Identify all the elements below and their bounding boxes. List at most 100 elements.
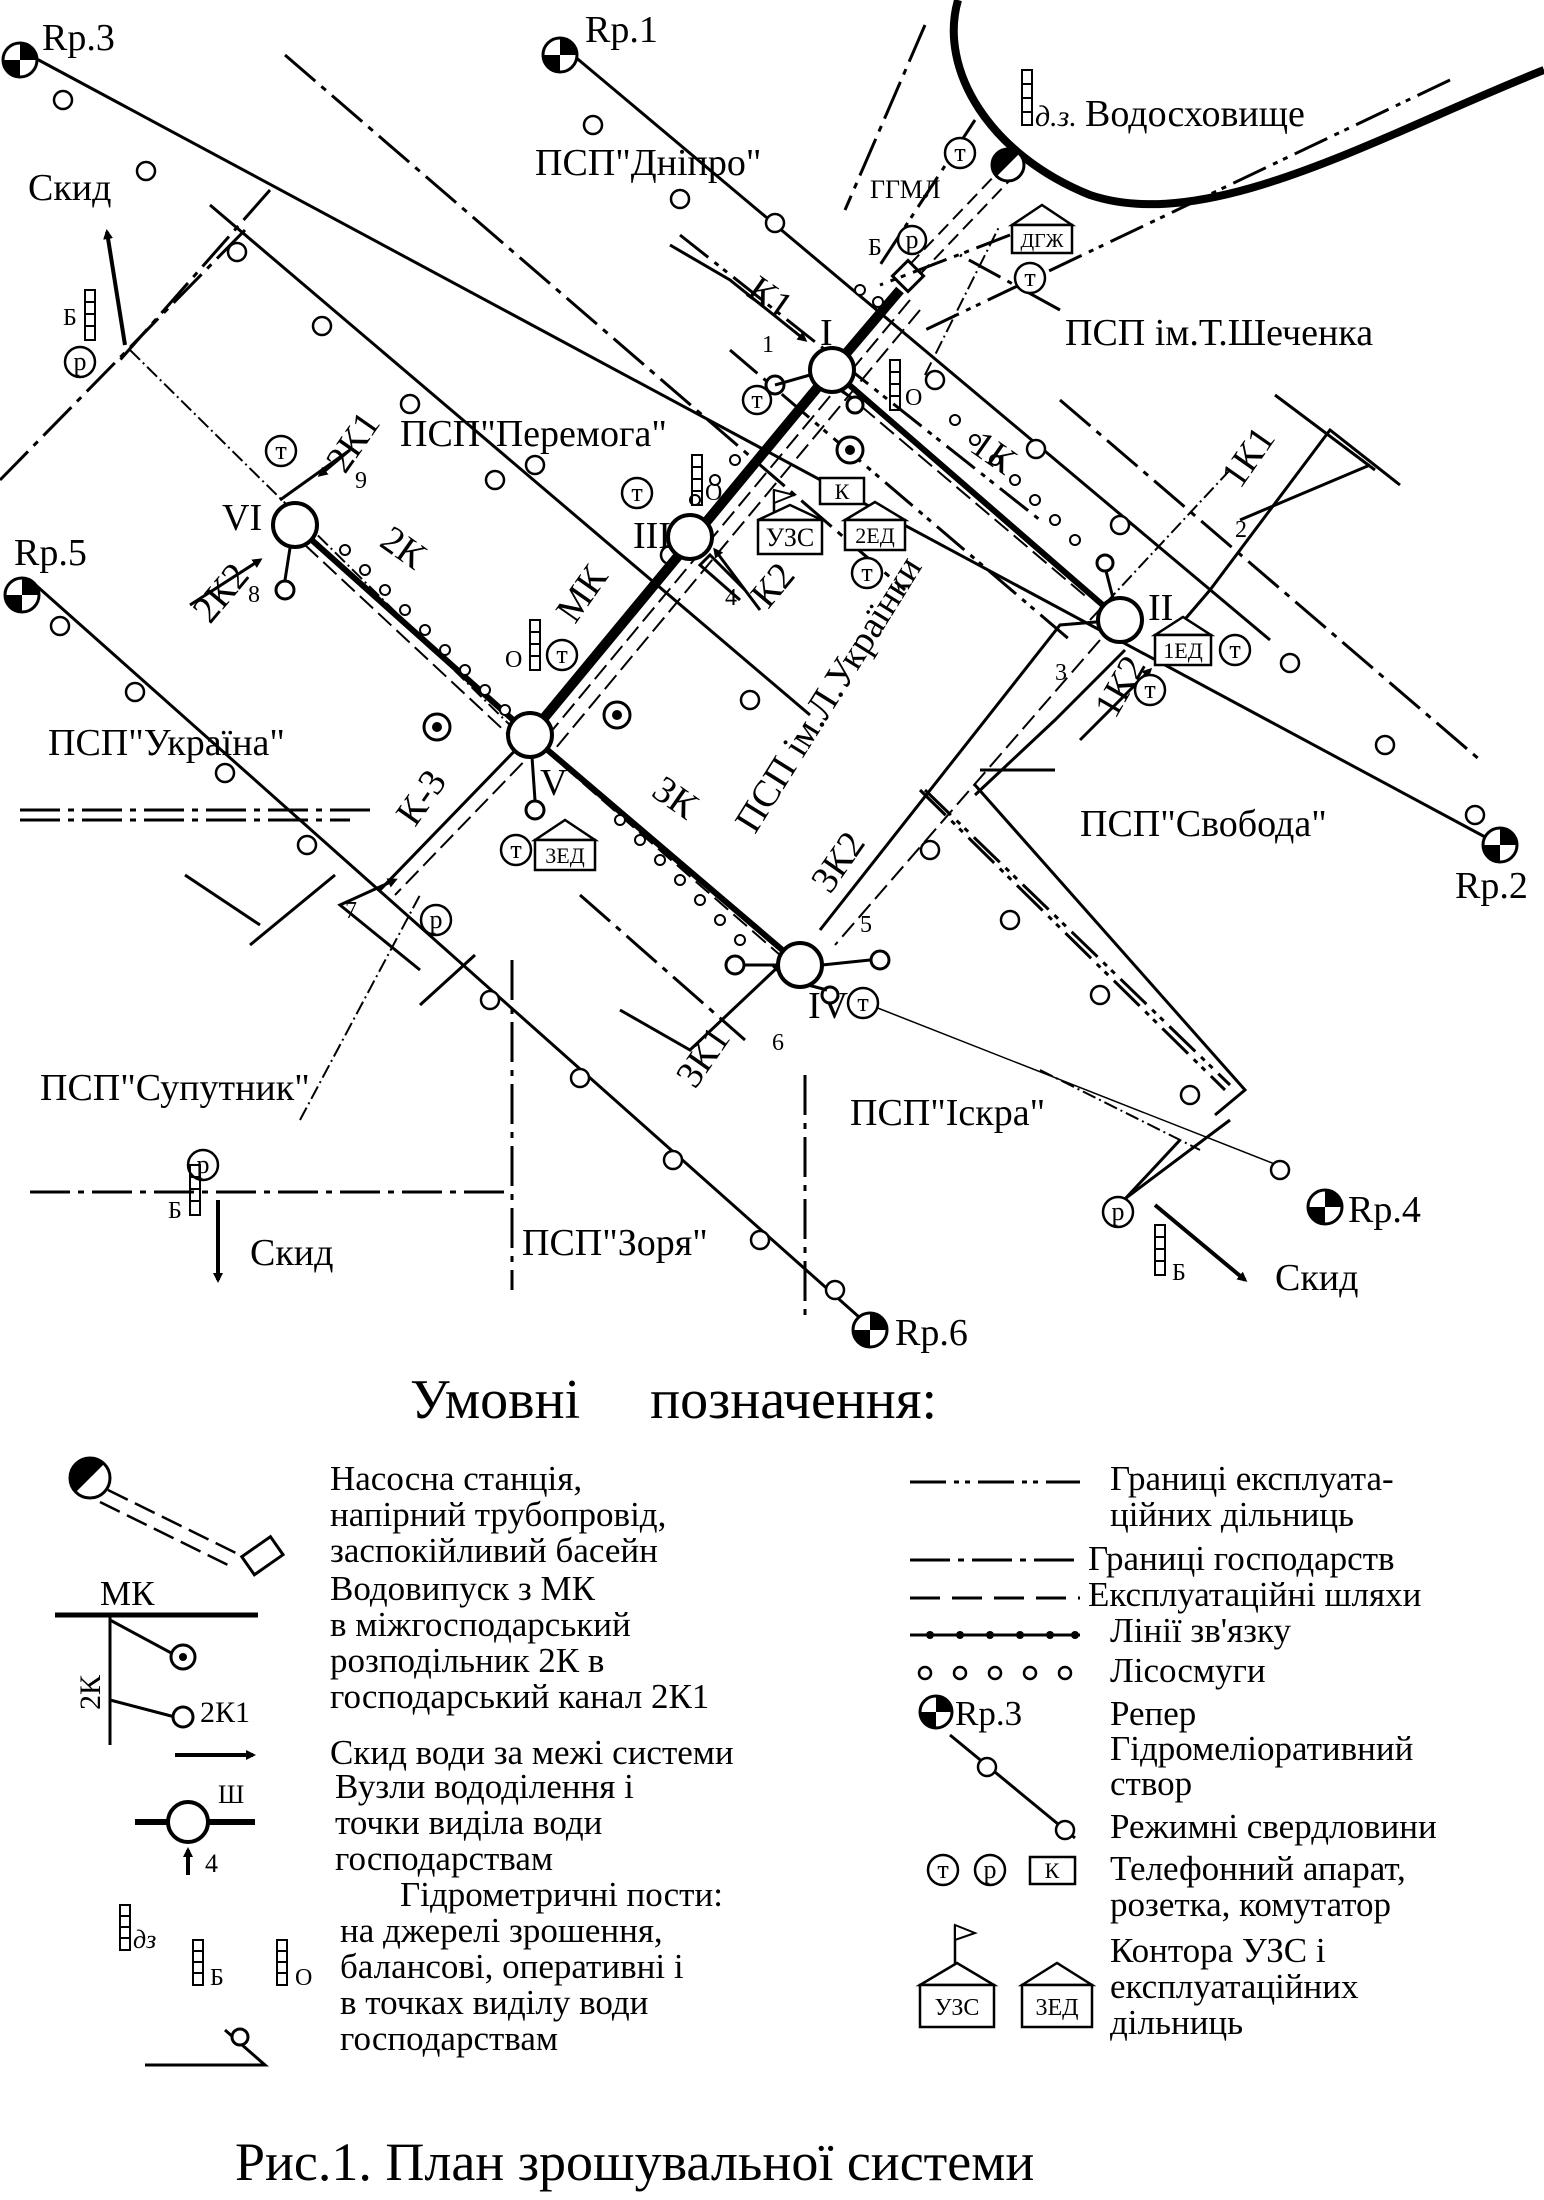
svg-text:II: II [1148,587,1173,629]
svg-text:2: 2 [1235,517,1247,543]
svg-text:3ЕД: 3ЕД [545,843,584,868]
svg-text:р: р [1112,1197,1125,1226]
legend-node-2: точки виділа води [335,1803,602,1842]
canal-mk-label: МК [548,557,617,630]
legend-outlet-point [171,1705,195,1729]
canal-k1-label: К1 [740,268,800,328]
figure-caption: Рис.1. План зрошувальної системи [235,2132,1034,2192]
legend-posts-1: на джерелі зрошення, [340,1911,663,1950]
pump-station [990,147,1026,183]
svg-text:1: 1 [762,332,774,358]
legend-outlet-3: розподільник 2К в [330,1641,604,1680]
legend-pump-2: напірний трубопровід, [330,1495,666,1534]
svg-text:т: т [1144,675,1155,704]
legend-posts-4: господарствам [340,2019,558,2058]
svg-text:р: р [74,347,87,376]
legend-title: Умовні позначення: [410,1369,937,1431]
legend-node-1: Вузли вододілення і [335,1767,634,1806]
benchmark-rp2: Rp.2 [1455,826,1528,907]
node-iii: III [633,513,714,561]
legend-pump-1: Насосна станція, [330,1459,582,1498]
legend-node-roman: Ш [218,1780,244,1809]
legend-phone-icons [926,1853,1077,1887]
legend: Умовні позначення: Насосна станція, напі… [55,1369,1437,2067]
legend-post-o: О [295,1965,312,1991]
svg-text:д.з.: д.з. [1035,100,1077,133]
legend-posts-title: Гідрометричні пости: [400,1875,723,1914]
farm-ukraina: ПСП"Україна" [48,722,285,764]
legend-outlet-4: господарський канал 2К1 [330,1677,709,1716]
benchmark-rp1: Rp.1 [541,9,658,74]
legend-2k-label: 2К [74,1674,107,1710]
discharge-label-sw: Скид [250,1232,333,1274]
svg-text:т: т [275,436,286,465]
canal-3k1-label: 3К1 [668,1019,739,1095]
legend-outlet-icon [55,1612,258,1745]
reservoir-shore [949,0,1544,209]
svg-text:О: О [705,480,722,506]
legend-outlet-1: Водовипуск з МК [330,1569,596,1608]
discharge-label-nw: Скид [28,167,111,209]
svg-text:V: V [540,762,568,804]
svg-text:К: К [835,479,850,504]
svg-text:VI: VI [222,497,262,539]
svg-text:I: I [820,312,833,354]
svg-text:Б: Б [168,1198,182,1224]
svg-text:1ЕД: 1ЕД [1163,638,1202,663]
svg-text:ДГЖ: ДГЖ [1020,230,1063,252]
office-3ed: 3ЕД [530,818,600,872]
comm-lines [129,224,1231,1151]
farm-dnipro: ПСП"Дніпро" [535,142,761,184]
farm-zorya: ПСП"Зоря" [522,1222,708,1264]
svg-text:О: О [505,647,522,673]
legend-comms: Лінії зв'язку [1110,1611,1291,1650]
discharge-arrow-nw [103,229,127,346]
node-outlets [274,374,1115,1005]
legend-phone-k: К [1045,1858,1060,1883]
svg-text:Rp.1: Rp.1 [585,9,658,51]
farm-svoboda: ПСП"Свобода" [1080,803,1327,845]
hydro-sections [19,38,1501,1327]
legend-phone-1: Телефонний апарат, [1110,1849,1406,1888]
legend-wells: Режимні свердловини [1110,1807,1437,1846]
legend-pump-icon [68,1456,286,1577]
canal-k2-label: К2 [743,555,804,616]
svg-text:т: т [631,478,642,507]
svg-text:т: т [861,558,872,587]
svg-text:Rp.6: Rp.6 [895,1312,968,1354]
legend-office-1: Контора УЗС і [1110,1931,1326,1970]
legend-office-uzs: УЗС [935,1995,980,2021]
office-1ed: 1ЕД [1150,615,1216,667]
svg-text:О: О [905,385,922,411]
legend-office-2: експлуатаційних [1110,1967,1359,2006]
svg-text:т: т [1024,263,1035,292]
reservoir-label: Водосховище [1085,93,1305,135]
legend-hydro-line [949,1733,1076,1840]
legend-phone-t: т [937,1855,948,1884]
canal-3k2-label: 3К2 [803,824,874,900]
svg-text:Rp.5: Rp.5 [14,532,87,574]
svg-text:т: т [751,385,762,414]
canal-2k2-label: 2К2 [185,555,258,631]
outlet-numbers: 1 2 3 4 5 6 7 8 9 [248,332,1247,1056]
svg-text:Rp.3: Rp.3 [42,17,115,59]
legend-post-cup [230,2027,250,2047]
legend-plot-boundary-1: Границі експлуата- [1110,1459,1394,1498]
phone-markers: т р т т т т т т т т т р т р р р [63,136,1252,1229]
switchboard-k: К [818,476,866,506]
legend-node-icon [135,1800,255,1875]
legend-office-icons [915,1923,1097,2029]
node-ii: II [1096,587,1173,644]
farm-shevchenka: ПСП ім.Т.Шеченка [1065,312,1373,354]
svg-text:7: 7 [345,898,357,924]
discharge-label-se: Скид [1275,1257,1358,1299]
benchmark-rp4: Rp.4 [1306,1188,1421,1231]
legend-outlet-2: в міжгосподарський [330,1605,631,1644]
svg-text:Б: Б [63,305,77,331]
legend-hydro-point-2 [1054,1819,1076,1841]
benchmarks: Rp.3 Rp.1 Rp.5 Rp.2 Rp.4 [1,9,1528,1354]
legend-post-b: Б [210,1965,224,1991]
farm-suputnyk: ПСП"Супутник" [40,1067,310,1109]
legend-benchmark-label: Rp.3 [955,1694,1022,1733]
